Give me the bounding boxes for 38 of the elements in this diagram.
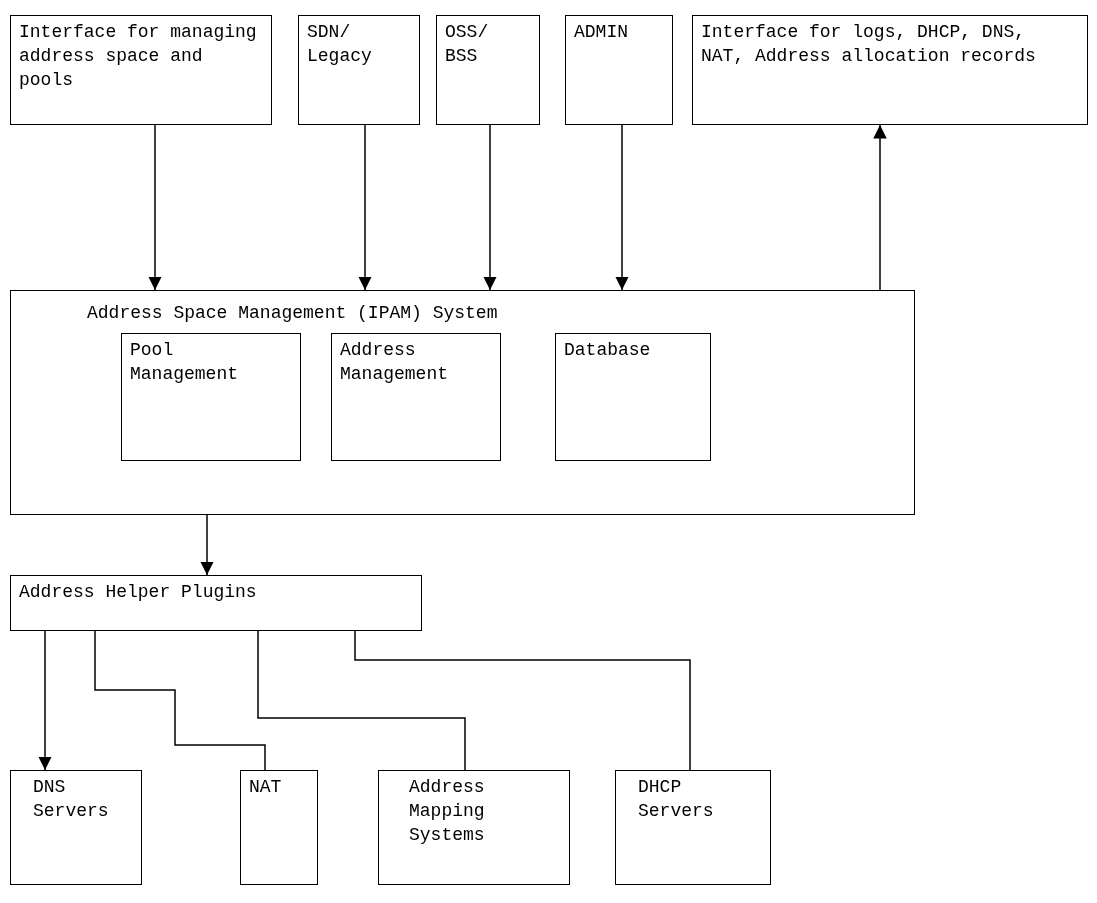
box-label: Address Management: [340, 339, 450, 386]
module-box: [555, 333, 711, 461]
arrow: [358, 124, 372, 291]
box-label: ADMIN: [574, 21, 629, 44]
box-label: Address Space Management (IPAM) System: [87, 302, 499, 325]
box-label: NAT: [249, 776, 283, 799]
component-box: [436, 15, 540, 125]
module-box: [121, 333, 301, 461]
connector-line: [257, 630, 466, 771]
component-box: [240, 770, 318, 885]
box-label: Interface for managing address space and pools: [19, 21, 258, 92]
connector-line: [354, 630, 691, 771]
box-label: Address Mapping Systems: [409, 776, 486, 847]
component-box: [565, 15, 673, 125]
component-box: [692, 15, 1088, 125]
component-box: [378, 770, 570, 885]
arrow: [615, 124, 629, 291]
component-box: [10, 15, 272, 125]
box-label: DNS Servers: [33, 776, 110, 823]
box-label: Pool Management: [130, 339, 240, 386]
arrow: [483, 124, 497, 291]
component-box: [10, 290, 915, 515]
connector-line: [94, 630, 266, 771]
component-box: [298, 15, 420, 125]
box-label: Database: [564, 339, 652, 362]
box-label: Interface for logs, DHCP, DNS, NAT, Address allocation records: [701, 21, 1037, 68]
module-box: [331, 333, 501, 461]
box-label: OSS/ BSS: [445, 21, 490, 68]
arrow: [200, 514, 214, 576]
arrow: [873, 124, 887, 291]
box-label: DHCP Servers: [638, 776, 715, 823]
box-label: Address Helper Plugins: [19, 581, 258, 604]
component-box: [10, 575, 422, 631]
arrow: [148, 124, 162, 291]
arrow: [38, 630, 52, 771]
component-box: [615, 770, 771, 885]
component-box: [10, 770, 142, 885]
box-label: SDN/ Legacy: [307, 21, 373, 68]
